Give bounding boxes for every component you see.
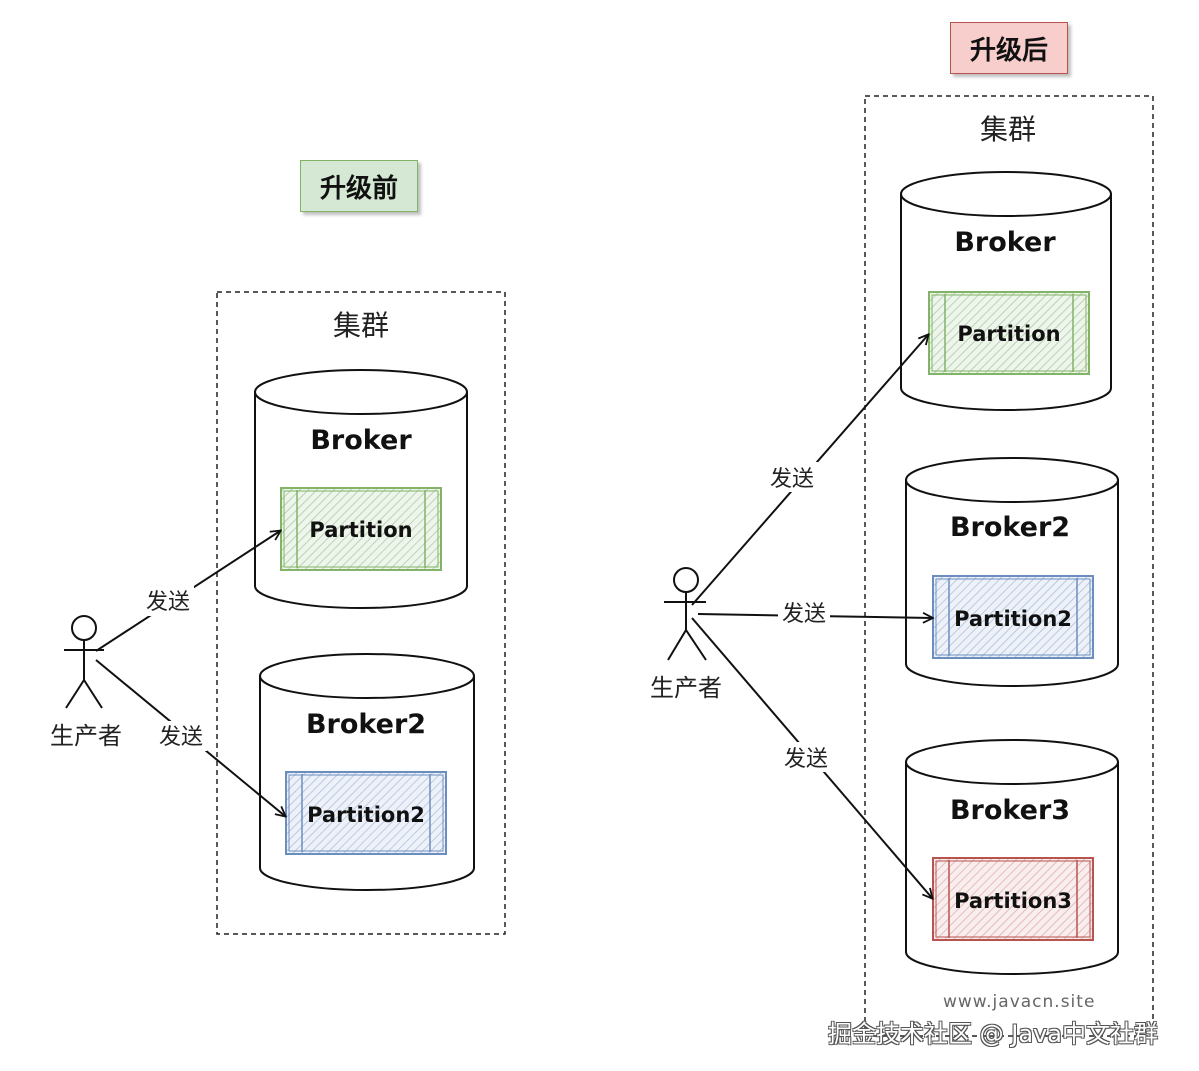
after-badge: 升级后 xyxy=(950,22,1068,74)
before-badge: 升级前 xyxy=(300,160,418,212)
partition-label: Partition xyxy=(957,322,1060,346)
partition-label: Partition3 xyxy=(954,889,1072,913)
broker-after-3: Broker3 Partition3 xyxy=(905,739,1119,975)
edge-label-bg xyxy=(155,721,207,751)
partition-box-sketch xyxy=(935,578,1091,656)
edge-label-bg xyxy=(766,462,818,492)
cluster-before-label: 集群 xyxy=(332,309,389,342)
cylinder-top xyxy=(905,739,1119,785)
producer-before-label: 生产者 xyxy=(50,722,122,750)
broker-before-2: Broker2 Partition2 xyxy=(259,653,475,891)
watermark-community: 掘金技术社区 @ Java中文社群 xyxy=(828,1020,1158,1048)
broker-name: Broker3 xyxy=(950,795,1070,826)
partition-box xyxy=(932,575,1094,659)
cluster-before-box xyxy=(216,291,506,935)
watermark-site: www.javacn.site xyxy=(943,992,1096,1012)
partition-label: Partition xyxy=(309,518,412,542)
producer-after-label: 生产者 xyxy=(650,674,722,702)
cylinder-top xyxy=(900,171,1112,217)
partition-box xyxy=(932,857,1094,941)
partition-box xyxy=(928,291,1090,375)
partition-box-sketch xyxy=(283,490,439,568)
partition-label: Partition2 xyxy=(954,607,1072,631)
partition-box xyxy=(280,487,442,571)
partition-box-sketch xyxy=(288,774,444,852)
partition-box-sketch xyxy=(931,294,1087,372)
edge-after-2-label: 发送 xyxy=(782,602,826,627)
producer-after-actor-icon xyxy=(664,567,707,661)
broker-after-2: Broker2 Partition2 xyxy=(905,457,1119,687)
cylinder-top xyxy=(259,653,475,699)
broker-after-1: Broker Partition xyxy=(900,171,1112,411)
broker-name: Broker2 xyxy=(950,512,1070,543)
partition-box-sketch xyxy=(935,860,1091,938)
cluster-after-box xyxy=(864,95,1154,1037)
partition-label: Partition2 xyxy=(307,803,425,827)
edge-label-bg xyxy=(142,586,194,616)
edge-after-3-label: 发送 xyxy=(784,747,828,772)
broker-name: Broker xyxy=(954,227,1056,258)
cluster-after-label: 集群 xyxy=(979,113,1036,146)
edge-before-1-label: 发送 xyxy=(146,590,190,615)
cylinder-top xyxy=(254,369,468,415)
producer-before-actor-icon xyxy=(64,615,104,709)
cylinder-top xyxy=(905,457,1119,503)
edge-before-2-label: 发送 xyxy=(159,725,203,750)
edge-label-bg xyxy=(780,742,832,772)
edge-label-bg xyxy=(778,598,830,628)
edge-after-1-label: 发送 xyxy=(770,467,814,492)
broker-name: Broker2 xyxy=(306,709,426,740)
broker-before-1: Broker Partition xyxy=(254,369,468,609)
broker-name: Broker xyxy=(310,425,412,456)
